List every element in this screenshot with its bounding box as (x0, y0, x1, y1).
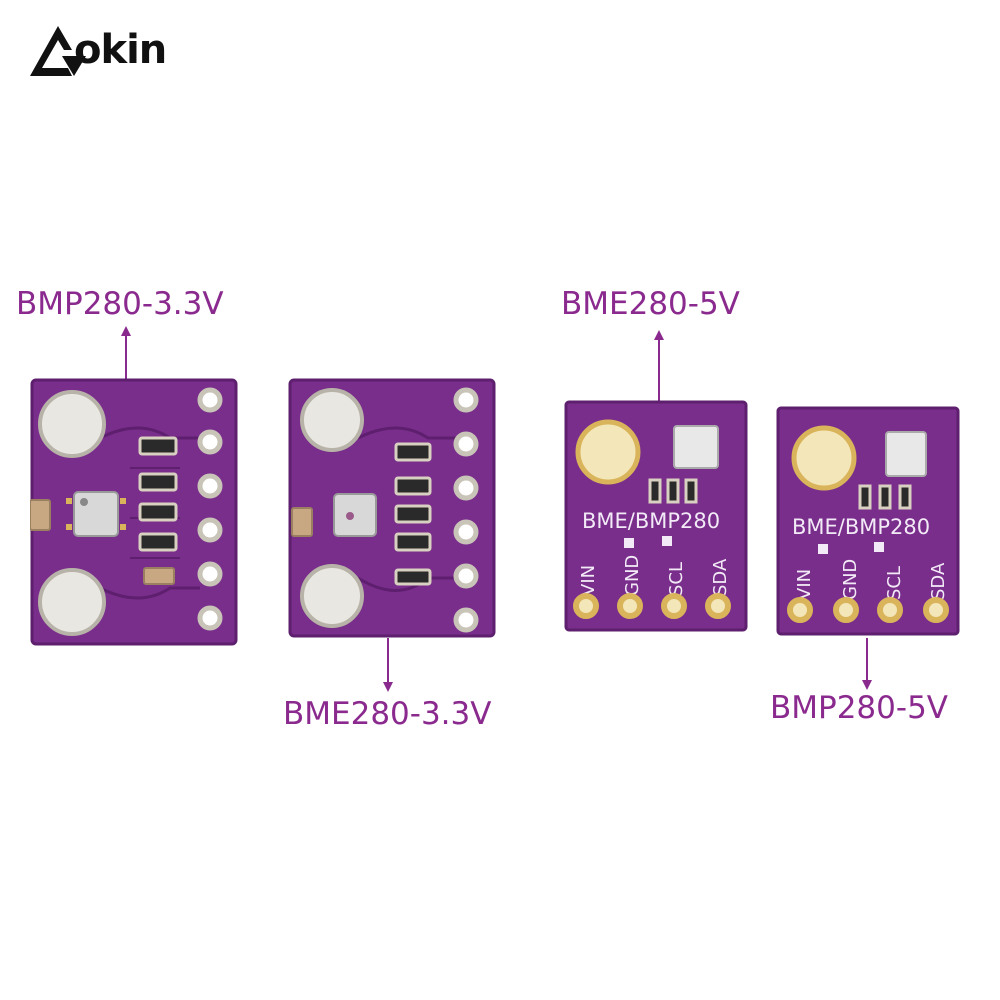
label-bmp280-5v: BMP280-5V (770, 690, 948, 726)
arrow-up-icon (654, 330, 664, 402)
bme280-5v-board: BME/BMP280 VIN GND SCL SDA (564, 400, 748, 632)
pin-label: SDA (928, 562, 949, 600)
pin-label: SCL (666, 562, 687, 596)
aokin-logo: okin (28, 20, 198, 80)
logo-text: okin (74, 27, 167, 73)
pin-label: VIN (578, 565, 599, 596)
pin-label: GND (840, 559, 861, 600)
pin-header (197, 387, 223, 631)
bmp280-3v3-board (30, 378, 238, 646)
pin-label: GND (622, 555, 643, 596)
pin-label: SDA (710, 558, 731, 596)
arrow-down-icon (862, 638, 872, 690)
label-bme280-3v3: BME280-3.3V (283, 696, 492, 732)
board-silkscreen: BME/BMP280 (792, 515, 930, 539)
label-bmp280-3v3: BMP280-3.3V (16, 286, 224, 322)
pin-label: SCL (884, 566, 905, 600)
arrow-down-icon (383, 638, 393, 692)
bmp280-5v-board: BME/BMP280 VIN GND SCL SDA (776, 406, 960, 636)
board-silkscreen: BME/BMP280 (582, 509, 720, 533)
bme280-3v3-board (288, 378, 496, 638)
aokin-a-logo-mark (30, 26, 86, 76)
arrow-up-icon (121, 326, 131, 380)
pin-label: VIN (794, 569, 815, 600)
label-bme280-5v: BME280-5V (561, 286, 740, 322)
pin-header (453, 387, 479, 633)
